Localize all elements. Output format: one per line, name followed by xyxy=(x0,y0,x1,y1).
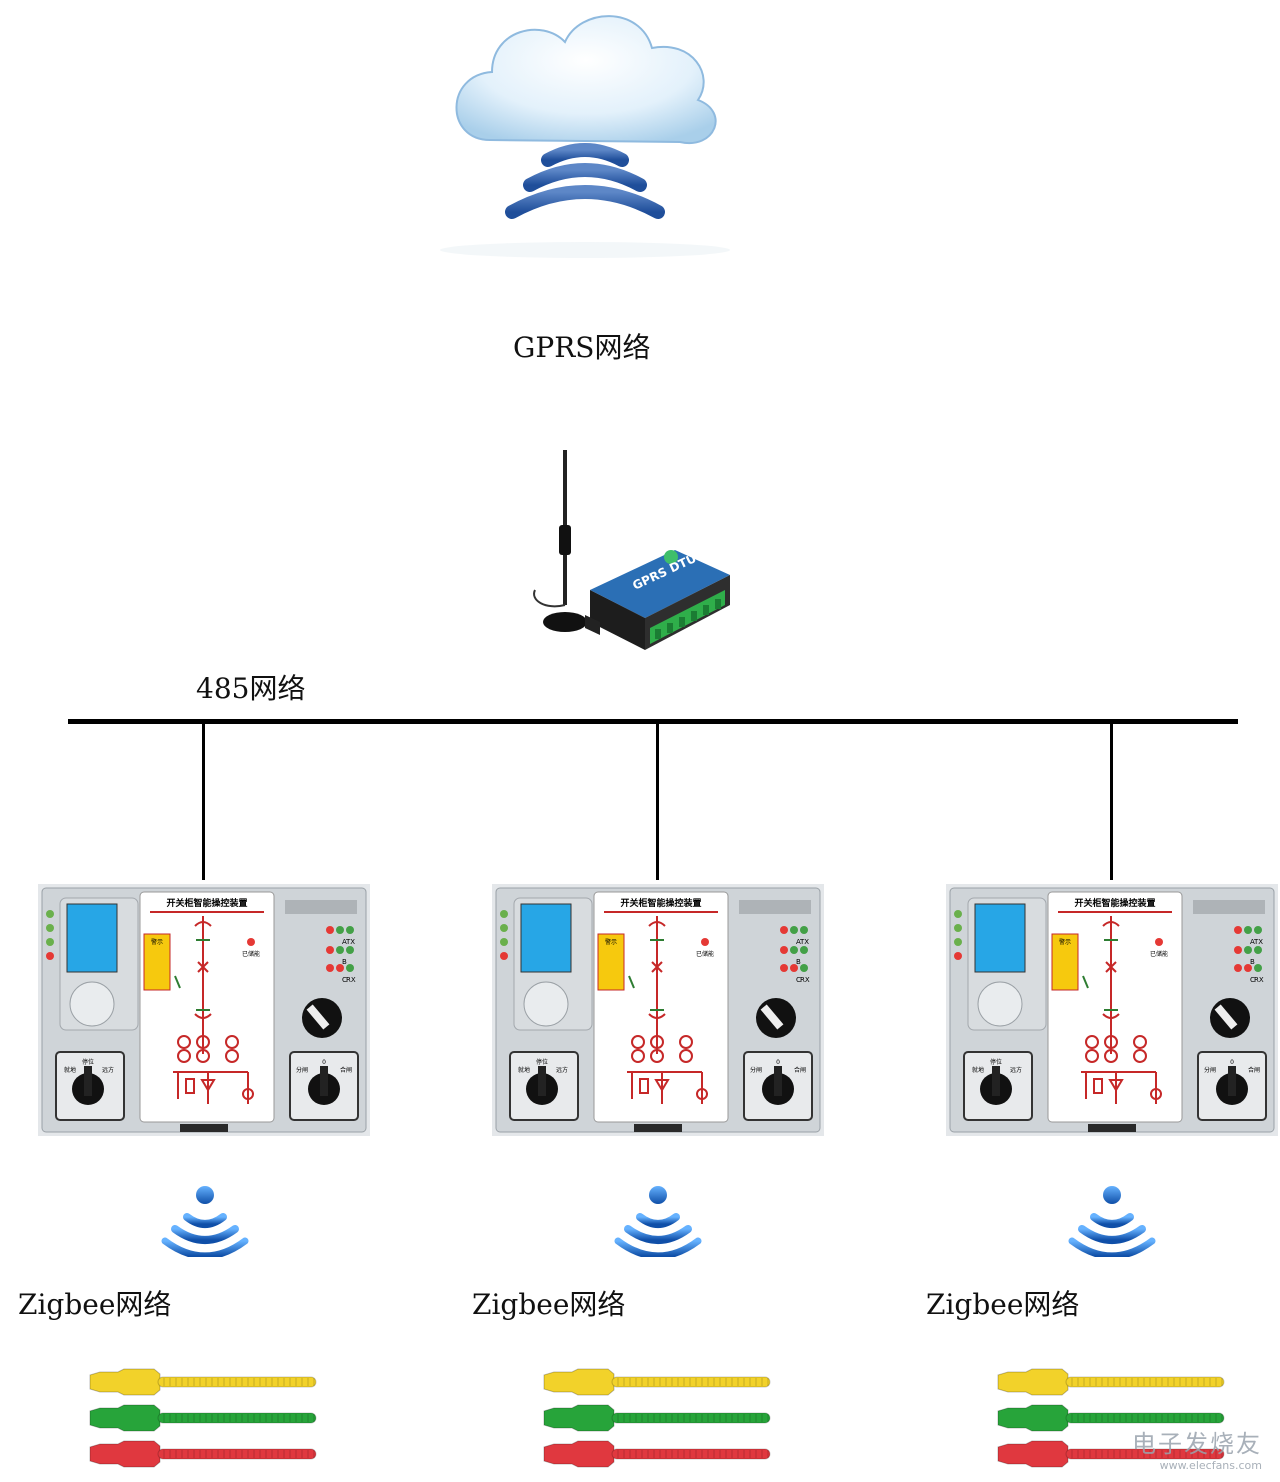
panel-text-tx: TX xyxy=(1253,938,1263,946)
wireless-temperature-sensor-group xyxy=(88,1360,328,1474)
rs485-bus-line xyxy=(68,719,1238,724)
panel-text-rx: RX xyxy=(346,976,356,984)
sensor-tag xyxy=(543,1440,771,1468)
panel-text-r-l: 分闸 xyxy=(296,1066,308,1074)
bus-drop-line xyxy=(1110,722,1113,880)
gprs-network-label: GPRS网络 xyxy=(513,331,651,364)
panel-text-title: 开关柜智能操控装置 xyxy=(166,897,247,909)
sensor-tag xyxy=(89,1404,317,1432)
panel-text-c: C xyxy=(1250,976,1255,984)
panel-text-rx: RX xyxy=(800,976,810,984)
panel-text-b: B xyxy=(1250,958,1255,966)
watermark: 电子发烧友 www.elecfans.com xyxy=(1132,1424,1262,1472)
watermark-main: 电子发烧友 xyxy=(1132,1430,1262,1458)
panel-text-l-r: 远方 xyxy=(1010,1066,1022,1074)
panel-text-r-top: 0 xyxy=(776,1059,780,1066)
panel-text-warn: 警示 xyxy=(605,938,617,946)
panel-text-tx: TX xyxy=(345,938,355,946)
panel-text-l-r: 远方 xyxy=(556,1066,568,1074)
sensor-tag xyxy=(89,1368,317,1396)
sensor-tag xyxy=(997,1368,1225,1396)
watermark-sub: www.elecfans.com xyxy=(1159,1459,1262,1472)
panel-text-r-r: 合闸 xyxy=(794,1066,806,1074)
panel-text-l-top: 停位 xyxy=(82,1058,94,1066)
panel-text-warn: 警示 xyxy=(151,938,163,946)
panel-text-title: 开关柜智能操控装置 xyxy=(620,897,701,909)
panel-text-store: 已储能 xyxy=(1150,950,1168,958)
panel-text-store: 已储能 xyxy=(242,950,260,958)
panel-text-title: 开关柜智能操控装置 xyxy=(1074,897,1155,909)
zigbee-network-label: Zigbee网络 xyxy=(926,1288,1080,1321)
wireless-temperature-sensor-group xyxy=(542,1360,782,1474)
gprs-dtu-device: GPRS DTU xyxy=(533,450,730,650)
panel-text-l-l: 就地 xyxy=(972,1066,984,1074)
panel-text-b: B xyxy=(342,958,347,966)
sensor-tag xyxy=(997,1440,1225,1468)
panel-text-c: C xyxy=(796,976,801,984)
zigbee-network-label: Zigbee网络 xyxy=(472,1288,626,1321)
panel-text-l-top: 停位 xyxy=(536,1058,548,1066)
panel-text-rx: RX xyxy=(1254,976,1264,984)
zigbee-wireless-icon xyxy=(160,1183,250,1261)
panel-text-r-top: 0 xyxy=(322,1059,326,1066)
panel-text-c: C xyxy=(342,976,347,984)
panel-text-r-top: 0 xyxy=(1230,1059,1234,1066)
zigbee-network-label: Zigbee网络 xyxy=(18,1288,172,1321)
panel-text-tx: TX xyxy=(799,938,809,946)
panel-text-store: 已储能 xyxy=(696,950,714,958)
panel-text-l-l: 就地 xyxy=(518,1066,530,1074)
sensor-tag xyxy=(543,1368,771,1396)
zigbee-wireless-icon xyxy=(613,1183,703,1261)
cloud-icon xyxy=(440,15,730,258)
panel-text-warn: 警示 xyxy=(1059,938,1071,946)
panel-text-r-l: 分闸 xyxy=(750,1066,762,1074)
zigbee-wireless-icon xyxy=(1067,1183,1157,1261)
panel-text-a: A xyxy=(796,938,801,946)
panel-text-l-top: 停位 xyxy=(990,1058,1002,1066)
panel-text-l-r: 远方 xyxy=(102,1066,114,1074)
panel-text-a: A xyxy=(1250,938,1255,946)
wireless-temperature-sensor-group xyxy=(996,1360,1236,1474)
panel-text-b: B xyxy=(796,958,801,966)
panel-text-r-r: 合闸 xyxy=(1248,1066,1260,1074)
bus-drop-line xyxy=(202,722,205,880)
sensor-tag xyxy=(89,1440,317,1468)
sensor-tag xyxy=(997,1404,1225,1432)
sensor-tag xyxy=(543,1404,771,1432)
panel-text-l-l: 就地 xyxy=(64,1066,76,1074)
bus-drop-line xyxy=(656,722,659,880)
panel-text-r-l: 分闸 xyxy=(1204,1066,1216,1074)
panel-text-a: A xyxy=(342,938,347,946)
rs485-network-label: 485网络 xyxy=(196,672,306,705)
panel-text-r-r: 合闸 xyxy=(340,1066,352,1074)
